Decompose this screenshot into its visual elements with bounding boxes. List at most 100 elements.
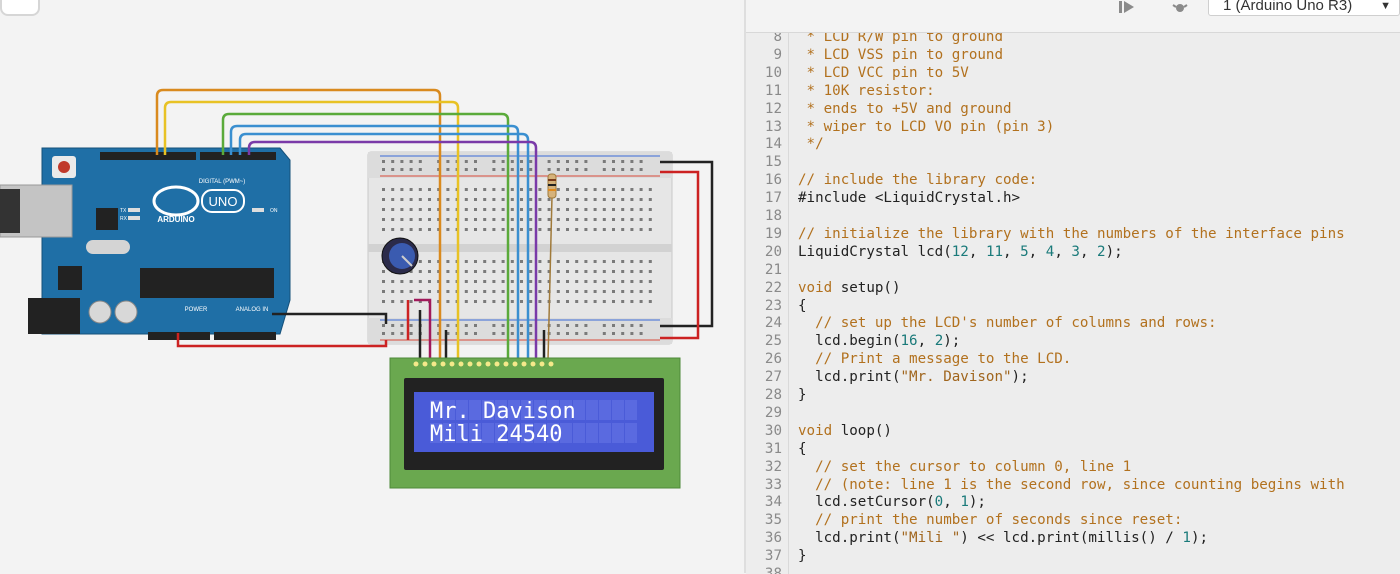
code-text[interactable]: lcd.begin(16, 2); (798, 333, 961, 350)
wires[interactable] (155, 88, 714, 361)
line-number: 13 (764, 118, 782, 135)
code-text[interactable]: { (798, 297, 807, 314)
code-line[interactable]: 11 * 10K resistor: (746, 82, 1400, 100)
circuit-schematic[interactable]: UNO ARDUINO DIGITAL (PWM~) POWER ANALOG … (0, 0, 744, 573)
code-line[interactable]: 8 * LCD R/W pin to ground (746, 32, 1400, 46)
code-line[interactable]: 18 (746, 207, 1400, 225)
line-number: 25 (764, 333, 782, 350)
code-text[interactable]: lcd.print("Mili ") << lcd.print(millis()… (798, 530, 1209, 547)
code-text[interactable]: * ends to +5V and ground (798, 100, 1012, 117)
potentiometer[interactable] (381, 237, 419, 275)
code-text[interactable]: * 10K resistor: (798, 82, 935, 99)
line-number: 34 (764, 494, 782, 511)
code-text[interactable]: lcd.setCursor(0, 1); (798, 494, 986, 511)
reset-button[interactable] (58, 161, 70, 173)
wire-black-gnd (272, 312, 388, 324)
line-number: 12 (764, 100, 782, 117)
line-number: 9 (773, 46, 782, 63)
wire-red-rail (660, 170, 700, 340)
resistor-10k[interactable] (547, 173, 557, 199)
wire-red-5v (176, 333, 388, 348)
debug-icon[interactable] (1166, 0, 1194, 14)
code-line[interactable]: 26 // Print a message to the LCD. (746, 350, 1400, 368)
line-number: 29 (764, 404, 782, 421)
code-text[interactable]: * LCD VSS pin to ground (798, 46, 1003, 63)
line-number: 16 (764, 172, 782, 189)
code-line[interactable]: 24 // set up the LCD's number of columns… (746, 314, 1400, 332)
digital-label: DIGITAL (PWM~) (199, 179, 246, 185)
line-number: 38 (764, 566, 782, 574)
code-text[interactable]: LiquidCrystal lcd(12, 11, 5, 4, 3, 2); (798, 243, 1123, 260)
line-number: 23 (764, 297, 782, 314)
code-text[interactable]: { (798, 440, 807, 457)
code-text[interactable]: // set the cursor to column 0, line 1 (798, 458, 1132, 475)
code-line[interactable]: 16 // include the library code: (746, 171, 1400, 189)
fit-view-icon[interactable] (0, 0, 40, 16)
breadboard[interactable] (367, 151, 673, 345)
code-line[interactable]: 23 { (746, 297, 1400, 315)
code-line[interactable]: 33 // (note: line 1 is the second row, s… (746, 476, 1400, 494)
step-play-icon[interactable] (1114, 0, 1142, 14)
code-line[interactable]: 32 // set the cursor to column 0, line 1 (746, 458, 1400, 476)
chevron-down-icon[interactable]: ▼ (1380, 0, 1391, 12)
code-line[interactable]: 35 // print the number of seconds since … (746, 511, 1400, 529)
code-line[interactable]: 38 (746, 565, 1400, 574)
code-line[interactable]: 31{ (746, 440, 1400, 458)
code-text[interactable]: lcd.print("Mr. Davison"); (798, 369, 1029, 386)
line-number: 8 (773, 32, 782, 45)
line-number: 27 (764, 369, 782, 386)
code-line[interactable]: 29 (746, 404, 1400, 422)
code-editor-pane[interactable]: 1 (Arduino Uno R3) ▼ 8 * LCD R/W pin to … (746, 0, 1400, 574)
code-text[interactable]: // (note: line 1 is the second row, sinc… (798, 476, 1345, 493)
line-number: 26 (764, 351, 782, 368)
code-line[interactable]: 36 lcd.print("Mili ") << lcd.print(milli… (746, 529, 1400, 547)
code-text[interactable]: } (798, 548, 807, 565)
code-text[interactable]: void loop() (798, 422, 892, 439)
code-text[interactable]: // print the number of seconds since res… (798, 512, 1183, 529)
lcd-16x2[interactable]: Mr. Davison Mili 24540 (389, 357, 681, 489)
code-text[interactable]: // set up the LCD's number of columns an… (798, 315, 1217, 332)
code-text[interactable]: void setup() (798, 279, 901, 296)
code-line[interactable]: 15 (746, 153, 1400, 171)
code-line[interactable]: 17#include <LiquidCrystal.h> (746, 189, 1400, 207)
code-text[interactable]: * LCD R/W pin to ground (798, 32, 1003, 45)
code-line[interactable]: 20 LiquidCrystal lcd(12, 11, 5, 4, 3, 2); (746, 243, 1400, 261)
code-line[interactable]: 21 (746, 261, 1400, 279)
board-select[interactable]: 1 (Arduino Uno R3) ▼ (1208, 0, 1400, 16)
code-line[interactable]: 19// initialize the library with the num… (746, 225, 1400, 243)
code-text[interactable]: #include <LiquidCrystal.h> (798, 190, 1021, 207)
arduino-uno-board[interactable]: UNO ARDUINO DIGITAL (PWM~) POWER ANALOG … (0, 147, 291, 340)
gutter-divider (788, 33, 789, 574)
line-number: 20 (764, 243, 782, 260)
code-text[interactable]: // include the library code: (798, 172, 1038, 189)
code-line[interactable]: 25 lcd.begin(16, 2); (746, 332, 1400, 350)
wire-green (221, 112, 510, 360)
circuit-canvas[interactable]: UNO ARDUINO DIGITAL (PWM~) POWER ANALOG … (0, 0, 744, 573)
breadboard-holes (382, 160, 652, 335)
lcd-cells (430, 400, 637, 443)
code-text[interactable]: */ (798, 136, 824, 153)
code-line[interactable]: 9 * LCD VSS pin to ground (746, 46, 1400, 64)
code-text[interactable]: * LCD VCC pin to 5V (798, 64, 969, 81)
code-text[interactable]: * wiper to LCD VO pin (pin 3) (798, 118, 1055, 135)
code-text[interactable]: // initialize the library with the numbe… (798, 225, 1345, 242)
code-line[interactable]: 27 lcd.print("Mr. Davison"); (746, 368, 1400, 386)
arduino-label: ARDUINO (157, 215, 194, 224)
analog-label: ANALOG IN (236, 307, 269, 313)
code-line[interactable]: 13 * wiper to LCD VO pin (pin 3) (746, 118, 1400, 136)
code-line[interactable]: 10 * LCD VCC pin to 5V (746, 64, 1400, 82)
pane-divider[interactable] (744, 0, 746, 573)
code-line[interactable]: 34 lcd.setCursor(0, 1); (746, 493, 1400, 511)
line-number: 21 (764, 261, 782, 278)
code-text[interactable]: // Print a message to the LCD. (798, 351, 1072, 368)
wire-purple (247, 140, 538, 360)
power-label: POWER (185, 307, 208, 313)
code-line[interactable]: 37} (746, 547, 1400, 565)
code-line[interactable]: 28} (746, 386, 1400, 404)
code-line[interactable]: 14 */ (746, 135, 1400, 153)
code-line[interactable]: 12 * ends to +5V and ground (746, 100, 1400, 118)
code-text[interactable]: } (798, 387, 807, 403)
